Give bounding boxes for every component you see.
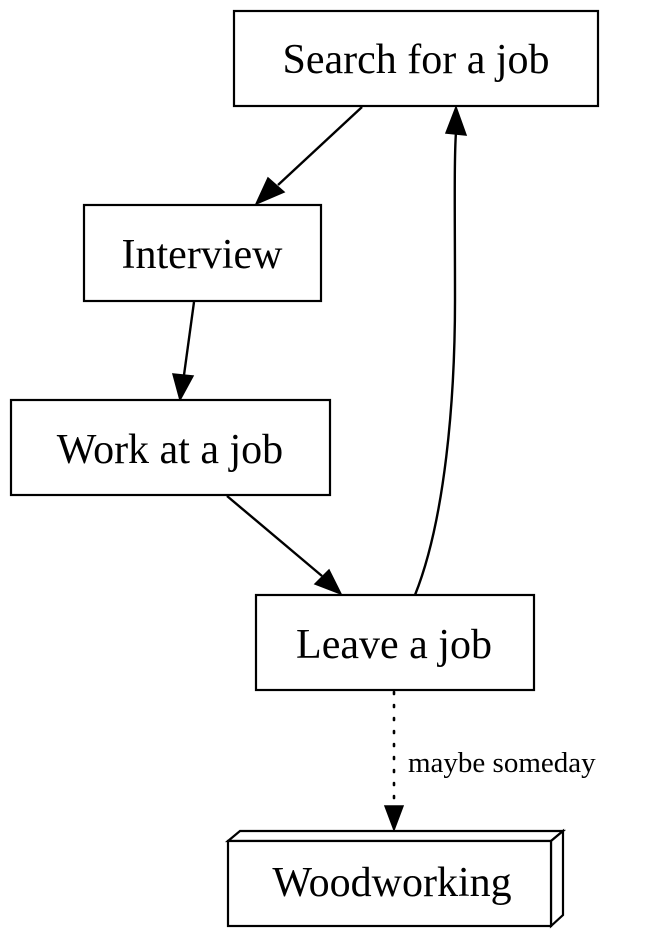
arrowhead-icon xyxy=(383,805,405,833)
edge-label-maybe-someday: maybe someday xyxy=(408,747,596,779)
edge-leave-to-woodworking: maybe someday xyxy=(383,690,596,833)
node-search-for-a-job[interactable]: Search for a job xyxy=(232,9,600,108)
edge-leave-to-search xyxy=(413,104,468,596)
node-work-at-a-job[interactable]: Work at a job xyxy=(9,398,332,497)
arrowhead-icon xyxy=(313,568,343,596)
node-interview[interactable]: Interview xyxy=(82,203,323,303)
edge-work-to-leave xyxy=(226,495,343,596)
node-label: Leave a job xyxy=(296,622,492,668)
arrowhead-icon xyxy=(254,176,286,206)
node-label: Search for a job xyxy=(282,37,549,83)
node-label: Work at a job xyxy=(57,427,283,473)
node-label: Woodworking xyxy=(272,860,511,906)
edge-search-to-interview xyxy=(254,106,363,206)
node-label: Interview xyxy=(122,232,284,278)
arrowhead-icon xyxy=(171,373,195,403)
edge-interview-to-work xyxy=(171,301,196,403)
node-leave-a-job[interactable]: Leave a job xyxy=(254,593,536,692)
arrowhead-icon xyxy=(444,104,468,136)
node-woodworking[interactable]: Woodworking xyxy=(224,828,567,929)
